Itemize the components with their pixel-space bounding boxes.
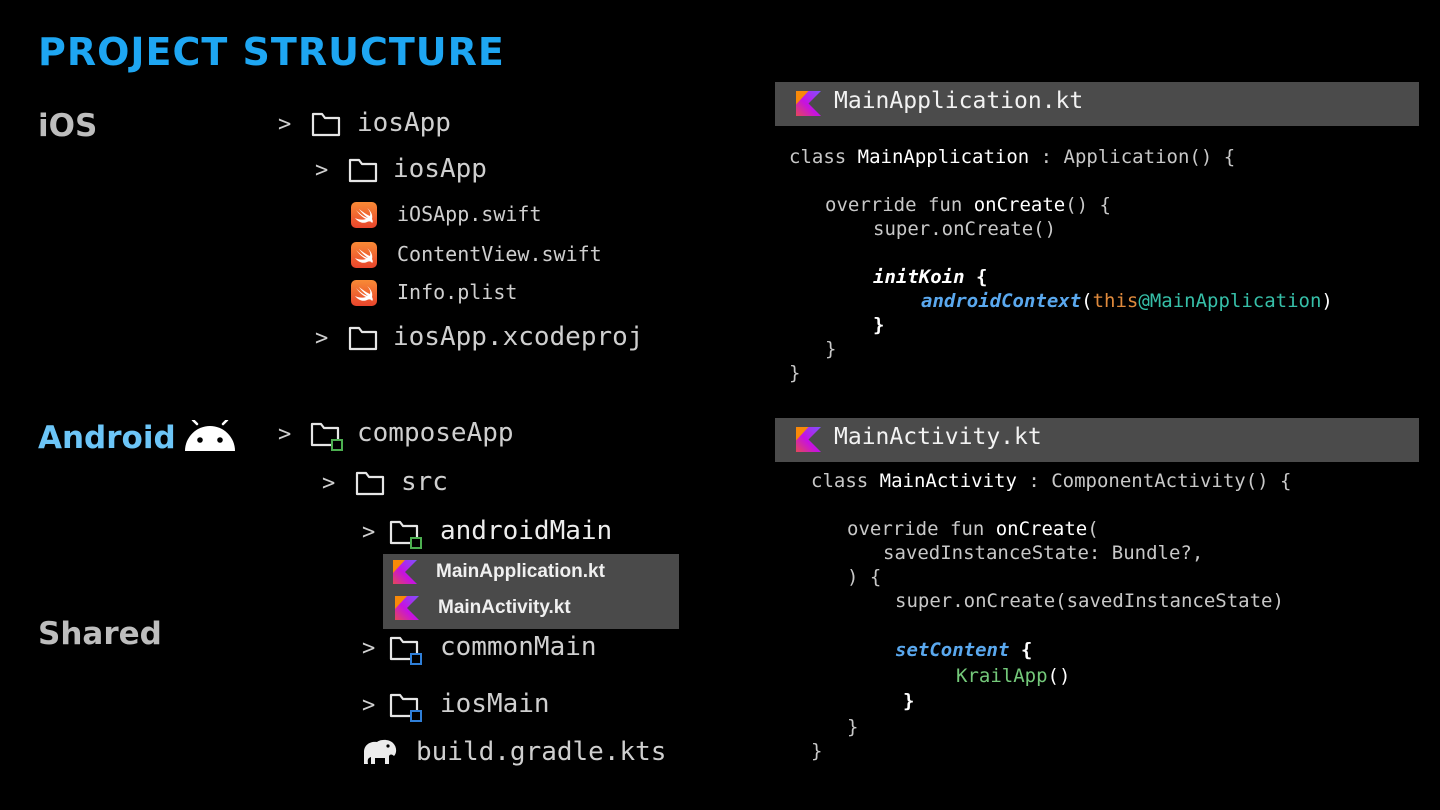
section-android-label: Android xyxy=(38,420,176,456)
chevron-right-icon[interactable]: > xyxy=(315,158,329,183)
code-line: super.onCreate(savedInstanceState) xyxy=(895,590,1284,612)
kotlin-icon xyxy=(796,427,821,452)
section-shared-label: Shared xyxy=(38,616,162,652)
folder-icon xyxy=(389,520,422,549)
selected-files-highlight xyxy=(383,554,679,629)
chevron-right-icon[interactable]: > xyxy=(322,471,336,496)
android-robot-icon xyxy=(185,420,235,451)
folder-icon xyxy=(389,693,422,722)
folder-iosapp-inner[interactable]: iosApp xyxy=(393,154,487,184)
folder-icon xyxy=(311,112,341,137)
kotlin-icon xyxy=(796,91,821,116)
code-line: } xyxy=(903,690,915,712)
file-build-gradle-kts[interactable]: build.gradle.kts xyxy=(416,737,667,767)
page-title: PROJECT STRUCTURE xyxy=(38,30,505,74)
code-line: KrailApp() xyxy=(956,665,1071,687)
code-line: } xyxy=(811,740,823,762)
folder-androidmain[interactable]: androidMain xyxy=(440,516,613,546)
chevron-right-icon[interactable]: > xyxy=(315,326,329,351)
kotlin-icon xyxy=(395,596,419,620)
code-line: savedInstanceState: Bundle?, xyxy=(883,542,1204,564)
kotlin-icon xyxy=(393,560,417,584)
code-line: class MainActivity : ComponentActivity()… xyxy=(811,470,1292,492)
file-mainactivity-kt[interactable]: MainActivity.kt xyxy=(438,597,571,618)
code-line: class MainApplication : Application() { xyxy=(789,146,1236,168)
folder-iosmain[interactable]: iosMain xyxy=(440,689,550,719)
code-line: ) { xyxy=(847,566,882,588)
file-info-plist[interactable]: Info.plist xyxy=(397,280,518,304)
code-line: } xyxy=(847,716,859,738)
code-line: override fun onCreate( xyxy=(847,518,1099,540)
swift-icon xyxy=(351,280,377,306)
code-panel-title: MainApplication.kt xyxy=(834,88,1084,114)
file-mainapplication-kt[interactable]: MainApplication.kt xyxy=(436,561,605,582)
folder-iosapp-root[interactable]: iosApp xyxy=(357,108,451,138)
swift-icon xyxy=(351,202,377,228)
code-panel-header-mainactivity: MainActivity.kt xyxy=(775,418,1419,462)
folder-commonmain[interactable]: commonMain xyxy=(440,632,597,662)
chevron-right-icon[interactable]: > xyxy=(362,636,376,661)
code-line: androidContext(this@MainApplication) xyxy=(921,290,1333,312)
code-line: super.onCreate() xyxy=(873,218,1057,240)
file-iosapp-swift[interactable]: iOSApp.swift xyxy=(397,202,542,226)
folder-icon xyxy=(310,422,343,451)
code-line: } xyxy=(789,362,801,384)
code-panel-header-mainapplication: MainApplication.kt xyxy=(775,82,1419,126)
swift-icon xyxy=(351,242,377,268)
chevron-right-icon[interactable]: > xyxy=(362,520,376,545)
gradle-elephant-icon xyxy=(364,739,397,764)
chevron-right-icon[interactable]: > xyxy=(362,693,376,718)
folder-icon xyxy=(355,471,385,496)
code-line: override fun onCreate() { xyxy=(825,194,1111,216)
file-contentview-swift[interactable]: ContentView.swift xyxy=(397,242,602,266)
folder-icon xyxy=(348,158,378,183)
folder-icon xyxy=(348,326,378,351)
chevron-right-icon[interactable]: > xyxy=(278,422,292,447)
folder-iosapp-xcodeproj[interactable]: iosApp.xcodeproj xyxy=(393,322,644,352)
folder-src[interactable]: src xyxy=(401,467,448,497)
folder-composeapp[interactable]: composeApp xyxy=(357,418,514,448)
code-line: setContent { xyxy=(895,639,1033,661)
code-panel-title: MainActivity.kt xyxy=(834,424,1042,450)
code-line: } xyxy=(873,314,885,336)
folder-icon xyxy=(389,636,422,665)
code-line: } xyxy=(825,338,837,360)
code-line: initKoin { xyxy=(873,266,988,288)
chevron-right-icon[interactable]: > xyxy=(278,112,292,137)
section-ios-label: iOS xyxy=(38,108,98,144)
